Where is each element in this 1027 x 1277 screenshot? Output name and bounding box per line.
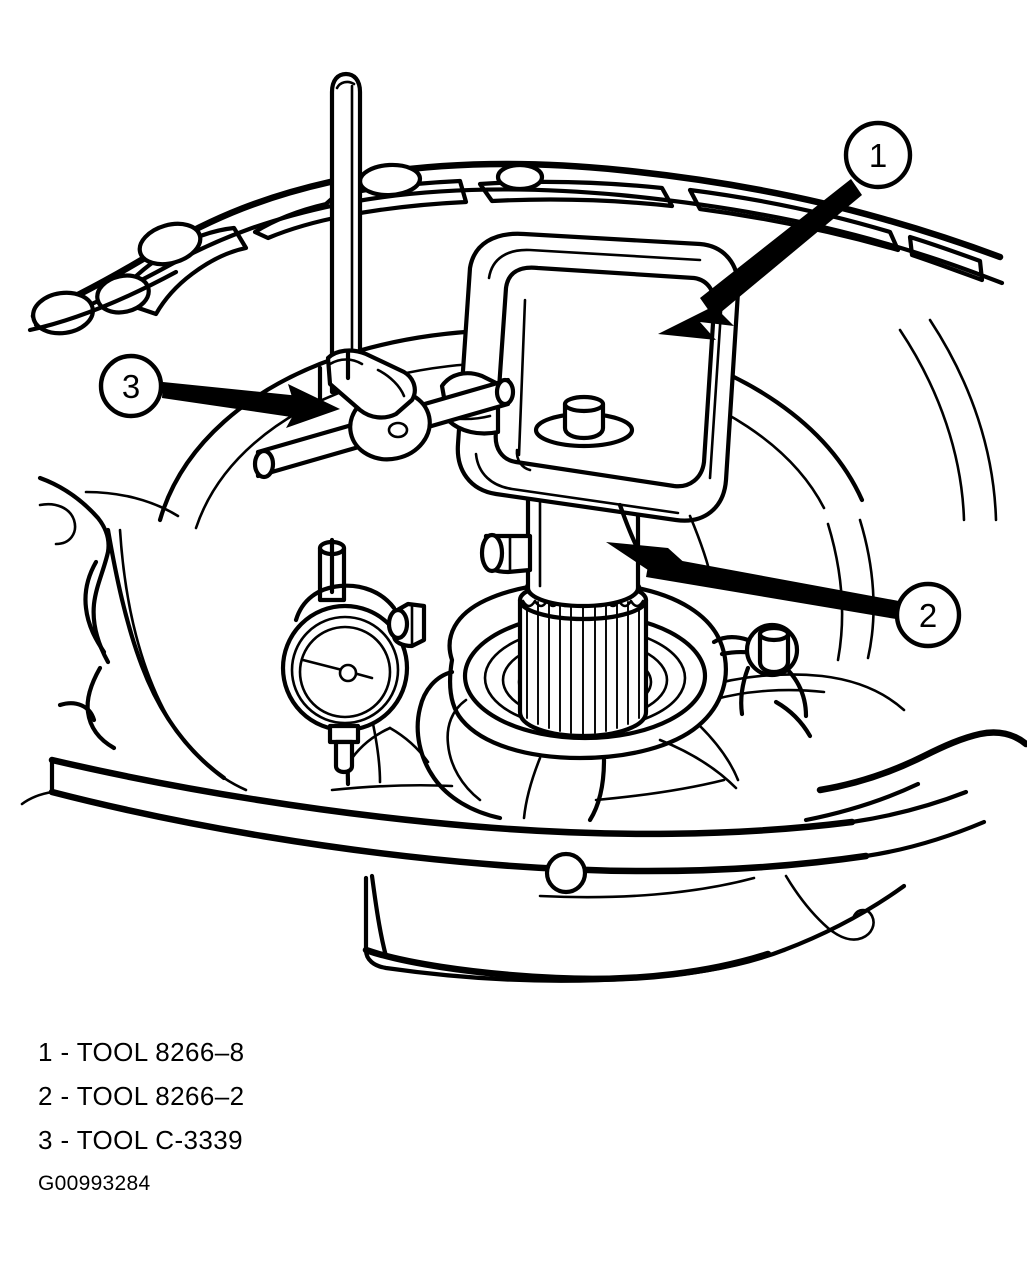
transaxle-endplay-diagram: .ln { fill:none; stroke:#000; stroke-wid… [20, 71, 1027, 983]
pan-bolt-hole [544, 851, 588, 895]
callout-arrow-1 [658, 179, 862, 340]
callout-marker-2: 2 [894, 581, 962, 649]
callout-marker-1: 1 [843, 120, 913, 190]
callout-1-number: 1 [869, 137, 887, 174]
callout-arrow-2 [606, 542, 899, 619]
dial-indicator [280, 537, 427, 775]
figure-id-label: G00993284 [38, 1172, 151, 1195]
callout-2-number: 2 [919, 597, 937, 634]
legend-item-1: 1 - TOOL 8266–8 [38, 1037, 245, 1067]
callout-marker-3: 3 [98, 353, 164, 419]
legend-item-3: 3 - TOOL C-3339 [38, 1125, 243, 1155]
crossbar-tool-c-3339 [252, 71, 516, 480]
callout-markers: 1 2 3 [98, 120, 962, 649]
case-bolt-boss [711, 622, 800, 717]
callout-arrows [162, 179, 899, 619]
callout-3-number: 3 [122, 368, 140, 405]
flange-bolt-hole [495, 162, 545, 192]
bell-housing-flange [27, 160, 1005, 336]
flange-bolt-hole [357, 162, 423, 198]
case-pan-rail [20, 729, 1027, 983]
technical-illustration: .ln { fill:none; stroke:#000; stroke-wid… [20, 71, 1027, 983]
legend: 1 - TOOL 8266–8 2 - TOOL 8266–2 3 - TOOL… [38, 1030, 638, 1162]
callout-arrow-3 [162, 382, 340, 428]
legend-item-2: 2 - TOOL 8266–2 [38, 1081, 245, 1111]
flange-bolt-hole [137, 221, 203, 267]
